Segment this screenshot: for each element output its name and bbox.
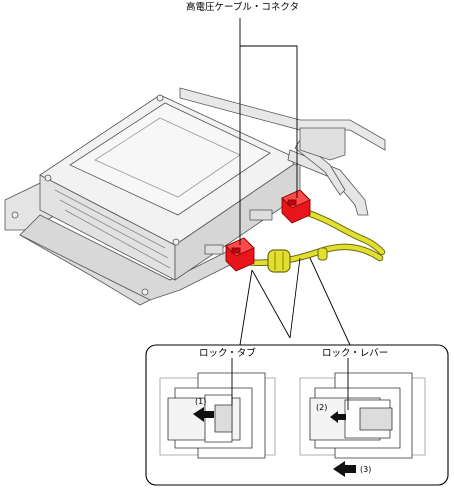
arrow-left-icon — [333, 461, 356, 477]
zoom-lines — [239, 257, 351, 346]
high-voltage-cable — [241, 208, 386, 273]
step-1-label: (1) — [195, 397, 207, 406]
inverter-unit — [4, 87, 386, 306]
coolant-pipe — [179, 87, 386, 151]
step-3-label: (3) — [360, 465, 372, 474]
cable-clamp — [267, 249, 291, 273]
cable-connector-label: 高電圧ケーブル・コネクタ — [186, 2, 300, 13]
hv-connector-lower — [225, 237, 255, 272]
arrow-left-icon — [330, 411, 346, 423]
connector-callout-lines — [239, 18, 298, 245]
lock-lever-detail — [299, 372, 426, 459]
arrow-left-icon — [193, 407, 214, 422]
step-2-label: (2) — [316, 403, 328, 412]
lock-lever-label: ロック・レバー — [322, 348, 389, 359]
lock-tab-label: ロック・タブ — [199, 348, 256, 359]
hv-connector-upper — [281, 189, 311, 224]
